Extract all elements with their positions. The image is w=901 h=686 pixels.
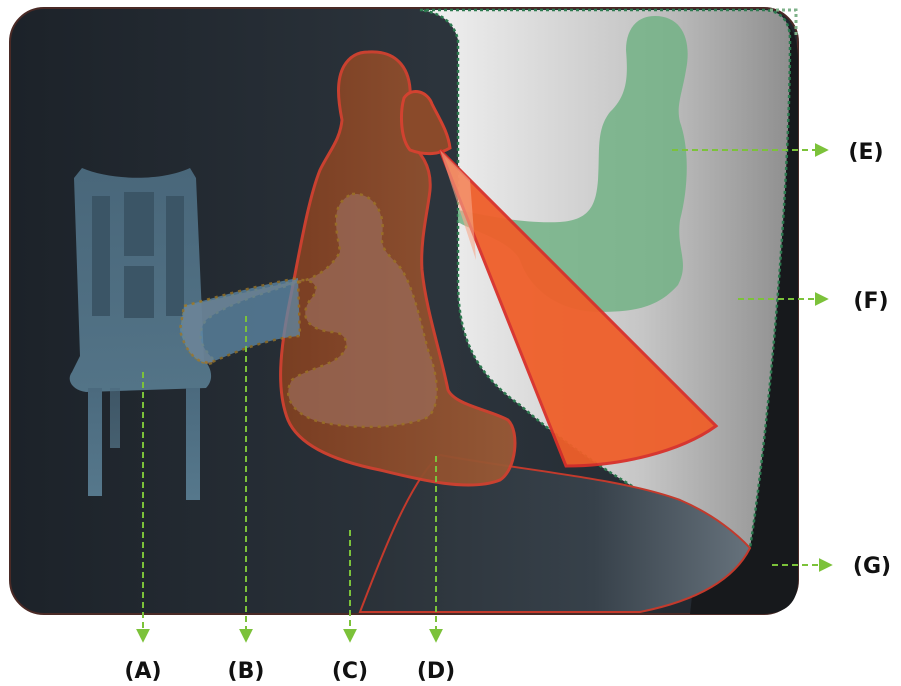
light-cone [438, 148, 719, 468]
label-g: (G) [853, 554, 891, 579]
label-a: (A) [124, 659, 161, 684]
chair [69, 168, 212, 500]
label-b: (B) [228, 659, 265, 684]
floor-region [358, 453, 752, 613]
light-cone-fade [440, 150, 476, 260]
projector-cone [178, 276, 302, 364]
arrows [136, 143, 833, 643]
label-e: (E) [848, 140, 883, 165]
inner-reflection [181, 192, 438, 429]
mirror-corner-dots [770, 8, 798, 36]
label-d: (D) [417, 659, 455, 684]
label-c: (C) [332, 659, 368, 684]
label-f: (F) [853, 289, 888, 314]
person-raised-arm [400, 89, 452, 156]
